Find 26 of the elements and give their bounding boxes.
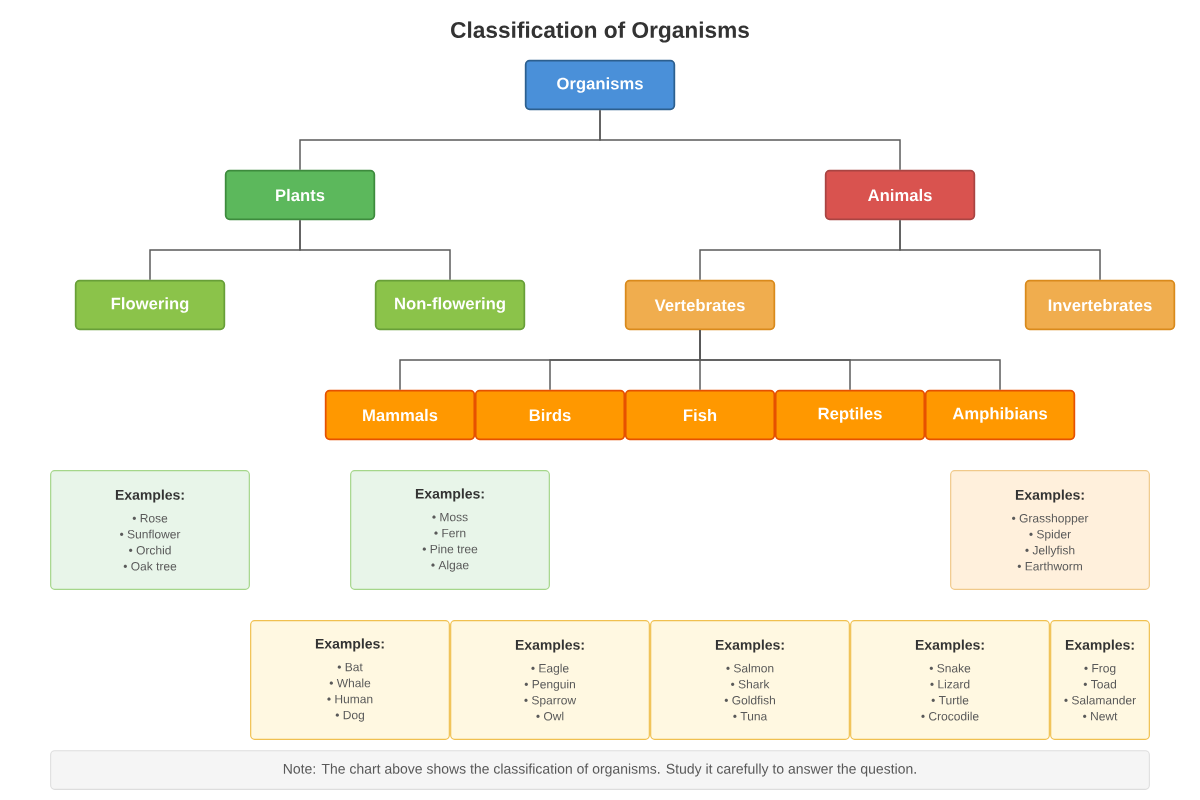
- category-box: Organisms: [524, 59, 676, 111]
- examples-card: Examples: • Moss • Fern • Pine tree • Algae: [350, 470, 550, 590]
- title: Classification of Organisms: [451, 21, 749, 43]
- category-box: Amphibians: [924, 389, 1076, 441]
- category-box: Plants: [224, 169, 376, 221]
- examples-card: Examples: • Rose • Sunflower • Orchid • Oak tree: [50, 470, 250, 590]
- note-box: Note: The chart above shows the classification of organisms. Study it carefully to answer the question.: [50, 750, 1150, 790]
- examples-card: Examples: • Salmon • Shark • Goldfish • Tuna: [650, 620, 850, 740]
- category-box: Vertebrates: [624, 279, 776, 331]
- category-box: Birds: [474, 389, 626, 441]
- connector-line: [699, 329, 1001, 391]
- category-box: Fish: [624, 389, 776, 441]
- category-box: Animals: [824, 169, 976, 221]
- category-box: Non-flowering: [374, 279, 526, 331]
- category-box: Mammals: [324, 389, 476, 441]
- connector-line: [299, 219, 451, 281]
- category-box: Flowering: [74, 279, 226, 331]
- examples-card: Examples: • Frog • Toad • Salamander • Newt: [1050, 620, 1150, 740]
- examples-card: Examples: • Snake • Lizard • Turtle • Crocodile: [850, 620, 1050, 740]
- examples-card: Examples: • Bat • Whale • Human • Dog: [250, 620, 450, 740]
- connector-line: [899, 219, 1101, 281]
- category-box: Reptiles: [774, 389, 926, 441]
- examples-card: Examples: • Grasshopper • Spider • Jellyfish • Earthworm: [950, 470, 1150, 590]
- examples-card: Examples: • Eagle • Penguin • Sparrow • Owl: [450, 620, 650, 740]
- category-box: Invertebrates: [1024, 279, 1176, 331]
- connector-line: [599, 109, 901, 171]
